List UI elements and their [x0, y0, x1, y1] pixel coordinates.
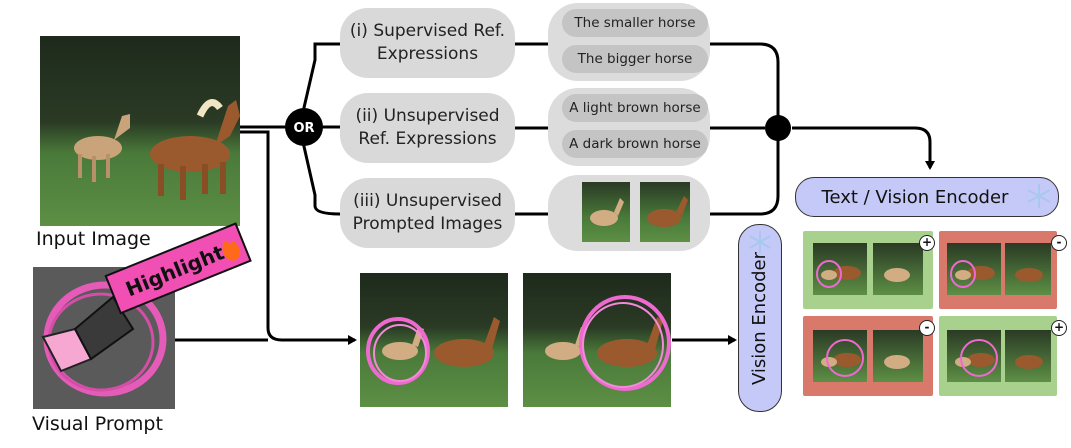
- line-bottom-to-merge: [710, 140, 780, 216]
- cropped-horse-image: [640, 182, 690, 242]
- or-node: [285, 108, 323, 146]
- negative-sign: -: [919, 320, 935, 336]
- arrow-to-text-encoder: [792, 126, 935, 170]
- pair-card-positive-1: [803, 231, 933, 309]
- snowflake-icon: [749, 231, 771, 253]
- visual-prompt-label: Visual Prompt: [32, 413, 163, 435]
- option-supervised-line2: Expressions: [376, 44, 479, 64]
- highlighter-icon: [41, 281, 167, 397]
- prompted-image-horse: [523, 273, 671, 407]
- text-vision-encoder-label: Text / Vision Encoder: [821, 186, 1009, 208]
- input-image: [40, 36, 240, 226]
- or-label: OR: [293, 121, 314, 136]
- line-or-bottom: [301, 141, 341, 216]
- option-supervised-line1: (i) Supervised Ref.: [349, 21, 506, 41]
- highlighter-marker: Highlight: [104, 222, 252, 315]
- fire-icon: [222, 240, 241, 261]
- text-vision-encoder: Text / Vision Encoder: [795, 177, 1059, 217]
- option-unsupervised-ref-line2: Ref. Expressions: [358, 129, 497, 149]
- positive-sign: +: [919, 235, 935, 251]
- pair-card-positive-2: [939, 316, 1057, 396]
- snowflake-icon: [1027, 184, 1051, 208]
- pair-card-negative-1: [939, 231, 1057, 309]
- vision-encoder-label: Vision Encoder: [749, 251, 771, 385]
- negative-sign: -: [1051, 235, 1067, 251]
- expr-dark-brown: A dark brown horse: [562, 130, 708, 158]
- cropped-foal-image: [582, 182, 630, 242]
- prompted-image-foal: [360, 273, 508, 407]
- option-unsupervised-img-line1: (iii) Unsupervised: [353, 191, 502, 211]
- line-or-top: [301, 42, 340, 113]
- option-unsupervised-ref-line1: (ii) Unsupervised: [355, 106, 500, 126]
- merge-node: [765, 115, 791, 141]
- vision-encoder: Vision Encoder: [738, 224, 782, 412]
- option-supervised: (i) Supervised Ref. Expressions: [340, 8, 515, 78]
- input-image-label: Input Image: [36, 228, 151, 250]
- expr-light-brown: A light brown horse: [562, 94, 708, 122]
- positive-sign: +: [1051, 320, 1067, 336]
- line-top-to-merge: [710, 42, 780, 118]
- expr-bigger-horse: The bigger horse: [562, 45, 708, 73]
- expr-smaller-horse: The smaller horse: [562, 9, 708, 37]
- horses-illustration: [74, 99, 240, 200]
- arrow-to-prompted-1: [240, 130, 357, 345]
- option-unsupervised-img-line2: Prompted Images: [352, 214, 503, 234]
- pair-card-negative-2: [803, 316, 933, 396]
